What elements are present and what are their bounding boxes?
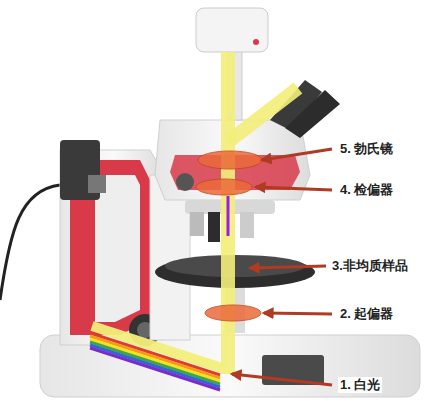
callout-label: 1. 白光: [338, 377, 382, 393]
callout-label: 4. 检偏器: [338, 182, 395, 198]
callout-label: 2. 起偏器: [338, 306, 395, 322]
callout-label: 3.非均质样品: [330, 258, 410, 274]
callout-label: 5. 勃氏镜: [338, 141, 395, 157]
